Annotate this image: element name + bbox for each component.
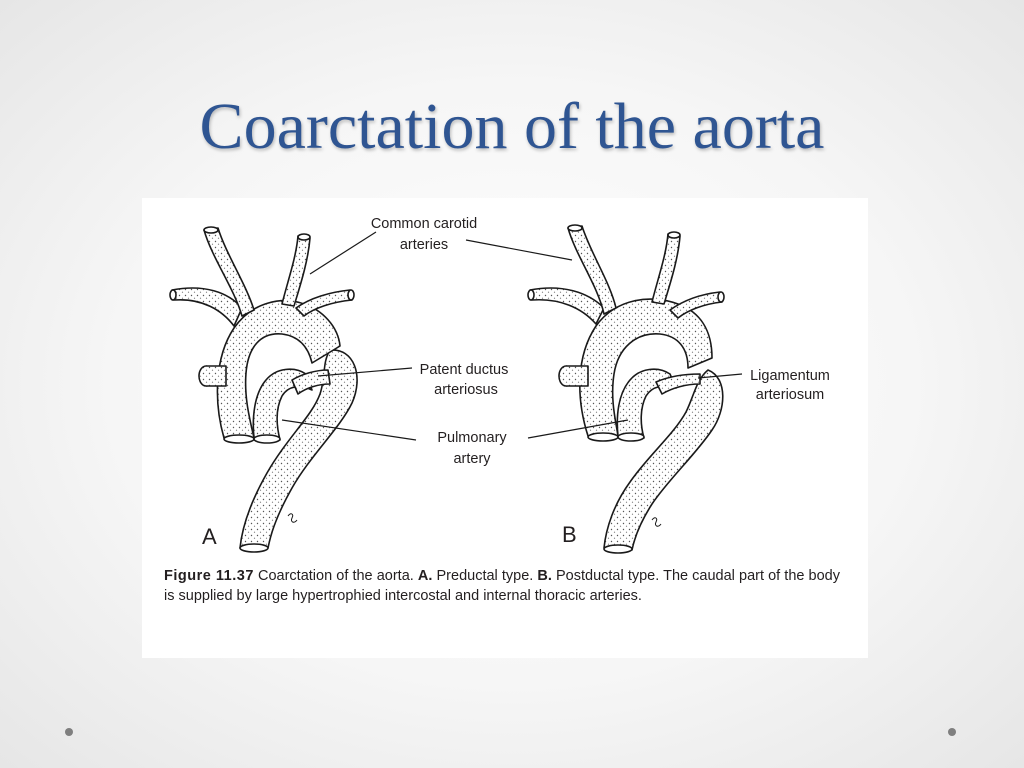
caption-text-2: Preductal type. bbox=[432, 568, 538, 584]
left-carotid-b bbox=[651, 233, 681, 305]
aorta-diagram: Common carotid arteries Patent ductus ar… bbox=[169, 216, 830, 554]
aortic-arch-b bbox=[579, 298, 713, 437]
right-carotid-a bbox=[203, 227, 255, 317]
caption-figure-number: Figure 11.37 bbox=[164, 568, 254, 584]
slide-dot-right bbox=[948, 728, 956, 736]
caption-text-1: Coarctation of the aorta. bbox=[253, 568, 418, 584]
left-subclavian-a bbox=[295, 289, 353, 317]
right-carotid-b bbox=[567, 225, 617, 315]
panel-letter-a: A bbox=[202, 524, 217, 549]
slide-title: Coarctation of the aorta bbox=[199, 90, 825, 163]
brachiocephalic-a bbox=[171, 287, 243, 327]
caption-text-3: Postductal type. The caudal part of the … bbox=[164, 568, 840, 604]
leaders-b bbox=[465, 239, 743, 439]
pulmonary-trunk-a bbox=[252, 368, 313, 441]
leaders-a bbox=[281, 231, 417, 441]
aortic-arch-a bbox=[216, 299, 341, 439]
label-patent-ductus-1: Patent ductus bbox=[420, 362, 509, 378]
caption-a-label: A. bbox=[417, 568, 433, 584]
slide-dot-left bbox=[65, 728, 73, 736]
ligamentum-b bbox=[655, 373, 701, 395]
panel-letter-b: B bbox=[562, 522, 577, 547]
label-pulmonary-1: Pulmonary bbox=[437, 430, 507, 446]
caption-b-label: B. bbox=[537, 568, 552, 584]
figure-caption: Figure 11.37 Coarctation of the aorta. A… bbox=[164, 566, 840, 606]
figure-panel: Common carotid arteries Patent ductus ar… bbox=[142, 198, 868, 658]
label-common-carotid-2: arteries bbox=[400, 237, 448, 253]
label-ligamentum-1: Ligamentum bbox=[750, 368, 830, 384]
heart-vessels-b bbox=[527, 224, 725, 554]
label-pulmonary-2: artery bbox=[453, 451, 491, 467]
label-ligamentum-2: arteriosum bbox=[756, 387, 825, 403]
heart-vessels-a bbox=[169, 226, 358, 553]
brachiocephalic-b bbox=[529, 287, 605, 325]
left-carotid-a bbox=[281, 235, 311, 307]
label-patent-ductus-2: arteriosus bbox=[434, 382, 498, 398]
label-common-carotid-1: Common carotid bbox=[371, 216, 477, 232]
